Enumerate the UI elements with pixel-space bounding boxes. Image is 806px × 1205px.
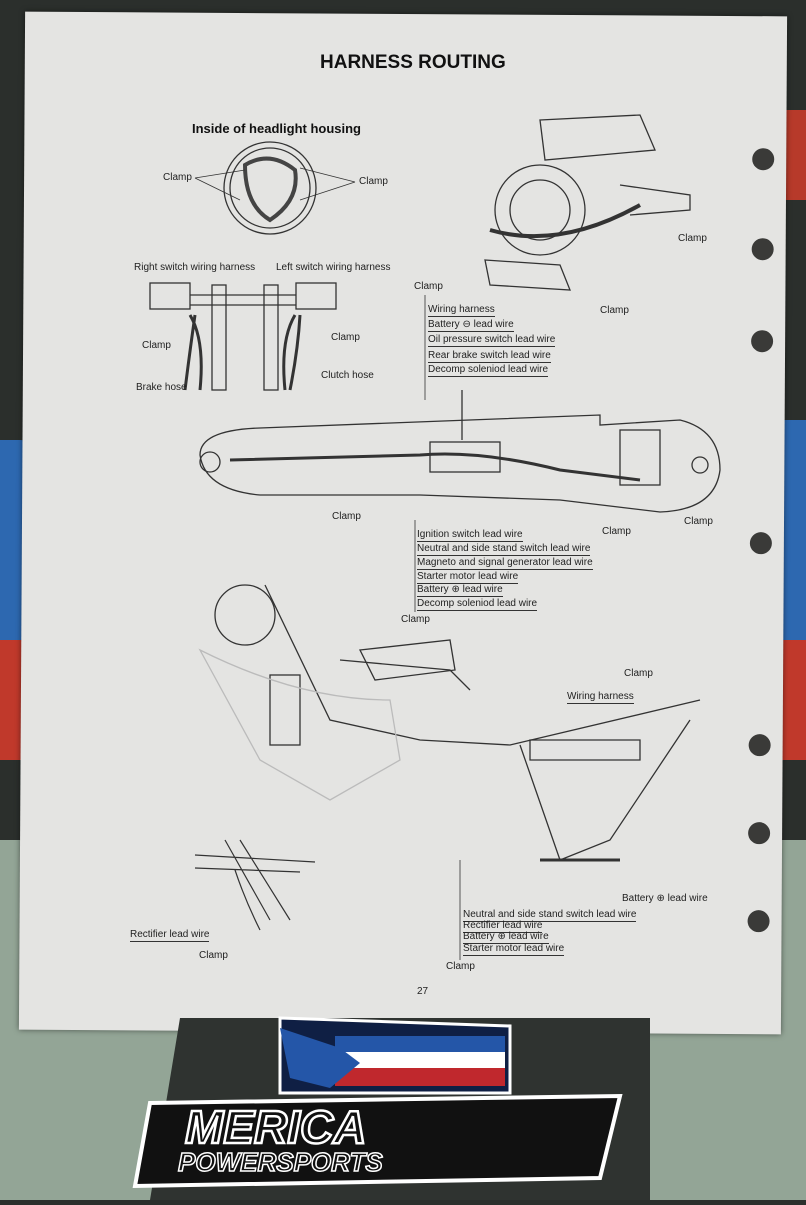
label-clamp: Clamp [600,305,629,316]
label-wire: Wiring harness [428,304,495,317]
label-clutch-hose: Clutch hose [321,370,374,381]
label-clamp: Clamp [163,172,192,183]
label-clamp: Clamp [602,526,631,537]
label-clamp: Clamp [331,332,360,343]
label-wire: Rectifier lead wire [463,920,543,933]
label-wiring-harness: Wiring harness [567,691,634,704]
top-view-diagram [199,390,721,513]
background-poster-right-red [780,640,806,760]
label-clamp: Clamp [199,950,228,961]
label-clamp: Clamp [332,511,361,522]
side-view-diagram [198,584,701,862]
logo-text-merica: MERICA [185,1101,366,1153]
label-wire: Decomp soleniod lead wire [428,364,549,377]
label-rectifier: Rectifier lead wire [130,929,210,942]
label-clamp: Clamp [684,516,713,527]
label-wire: Magneto and signal generator lead wire [417,557,593,570]
label-wire: Battery ⊕ lead wire [417,584,503,597]
label-wire: Neutral and side stand switch lead wire [463,909,637,922]
label-wire: Oil pressure switch lead wire [428,334,556,347]
label-wire: Starter motor lead wire [417,571,519,584]
page-number: 27 [417,986,429,997]
label-left-switch-harness: Left switch wiring harness [276,262,391,273]
detail-diagram [194,839,316,931]
label-clamp: Clamp [624,668,653,679]
label-clamp: Clamp [142,340,171,351]
label-clamp: Clamp [401,614,430,625]
label-wire: Decomp soleniod lead wire [417,598,538,611]
label-wire: Battery ⊖ lead wire [428,319,514,332]
leader-lines [414,295,461,960]
merica-powersports-logo: MERICA POWERSPORTS [130,1008,660,1200]
label-right-switch-harness: Right switch wiring harness [134,262,256,273]
label-wire: Ignition switch lead wire [417,529,523,542]
label-wire: Neutral and side stand switch lead wire [417,543,591,556]
label-clamp: Clamp [359,176,388,187]
label-clamp: Clamp [414,281,443,292]
engine-diagram [484,114,691,291]
label-wire: Rear brake switch lead wire [428,350,551,363]
label-battery-plus: Battery ⊕ lead wire [622,893,708,904]
label-brake-hose: Brake hose [136,382,187,393]
logo-text-powersports: POWERSPORTS [178,1147,383,1177]
page-title: HARNESS ROUTING [320,52,506,73]
handlebar-diagram [149,282,337,391]
section-subtitle: Inside of headlight housing [192,121,361,136]
label-clamp: Clamp [678,233,707,244]
label-clamp: Clamp [446,961,475,972]
headlight-diagram [194,141,356,235]
label-wire: Battery ⊕ lead wire [463,931,549,944]
label-wire: Starter motor lead wire [463,943,565,956]
